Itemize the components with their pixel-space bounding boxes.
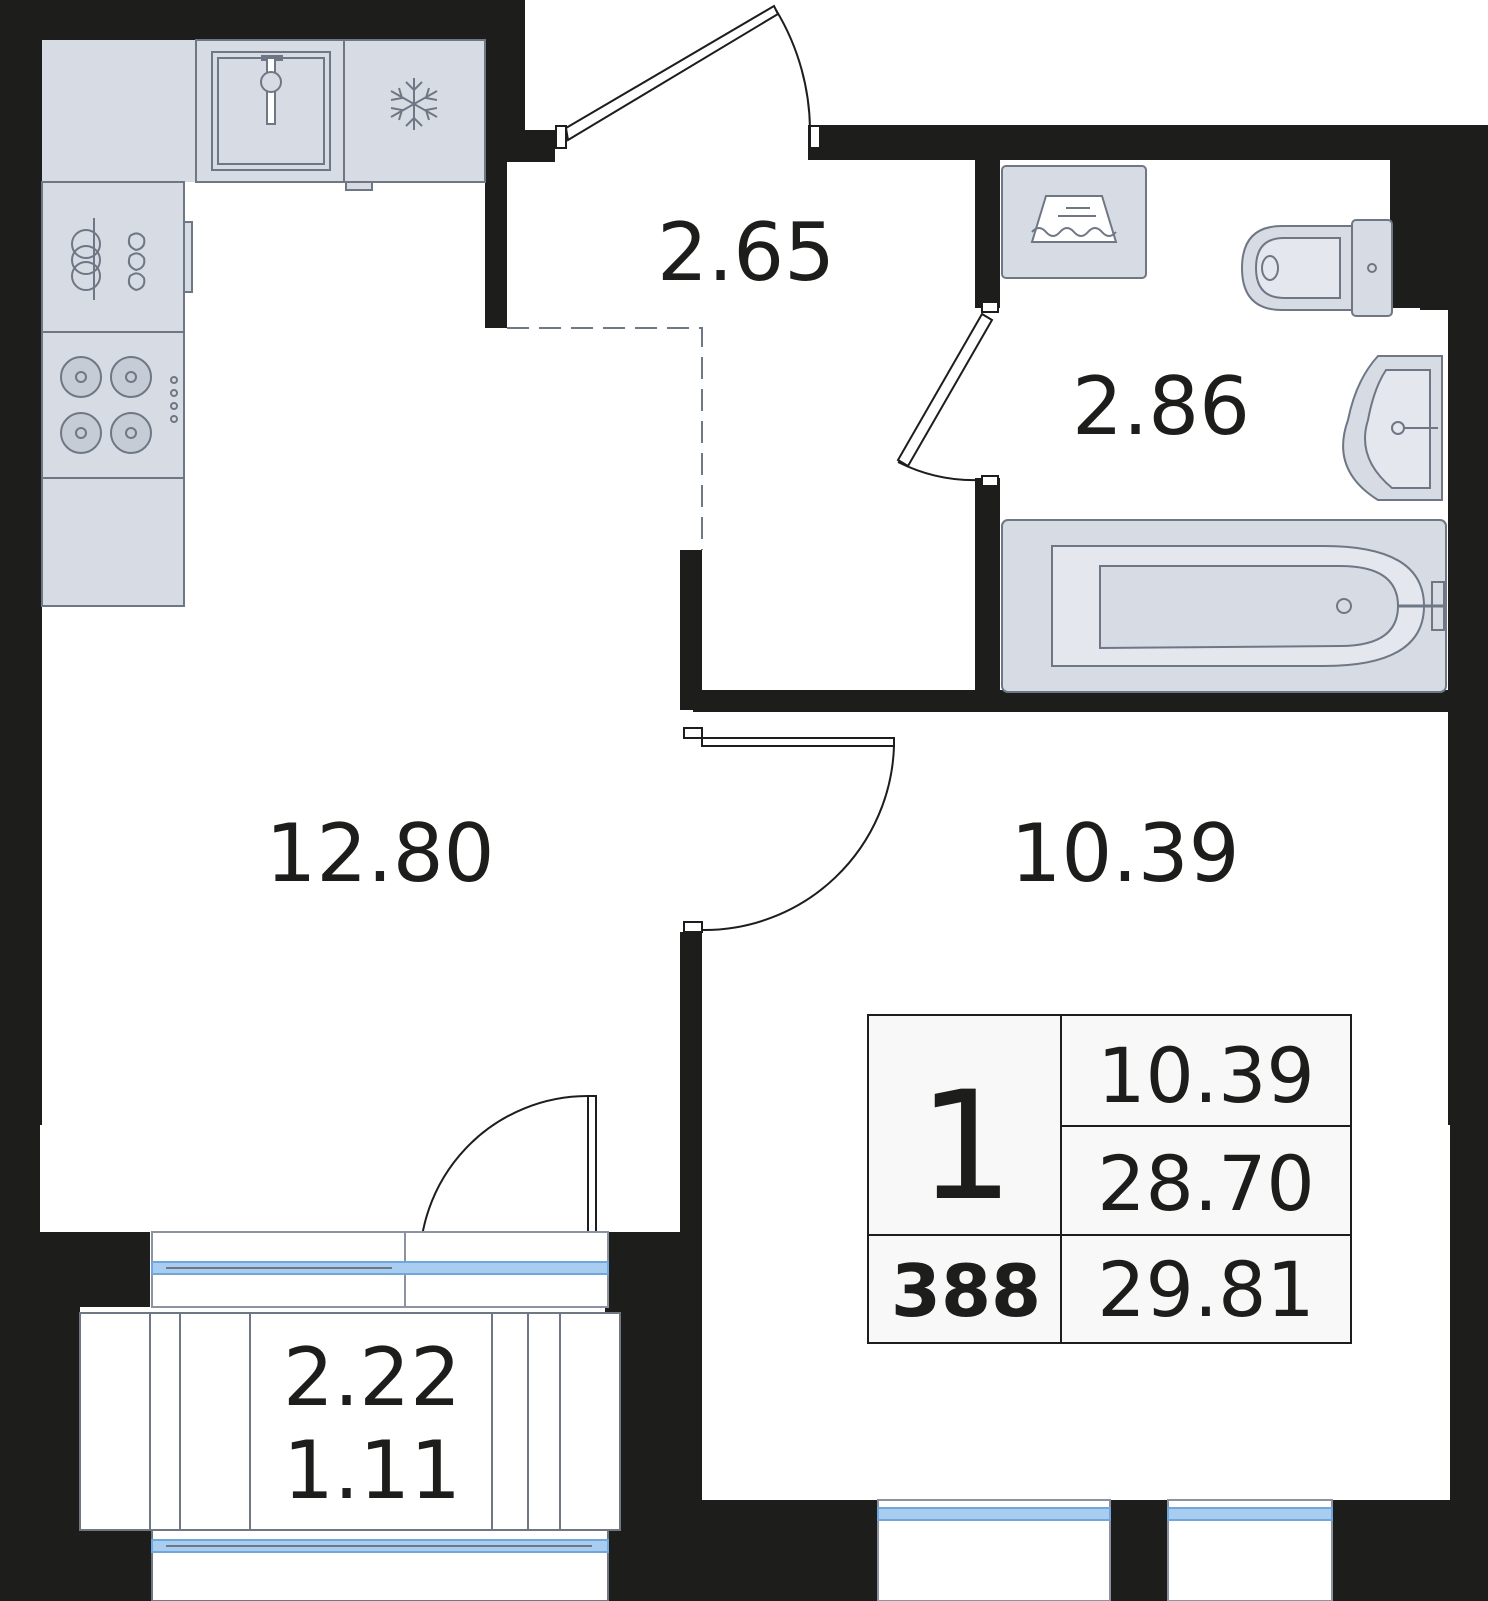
sink-icon (211, 51, 373, 191)
balcony-window (151, 1231, 609, 1308)
wall-openings (40, 1125, 1450, 1500)
living-area-value: 10.39 (1097, 1031, 1315, 1120)
bathroom-door (896, 301, 999, 487)
bedroom-windows (877, 1499, 1333, 1601)
washing-machine-icon (1001, 165, 1147, 279)
balcony-area-reduced: 1.11 (283, 1424, 461, 1517)
hall-area: 2.65 (657, 206, 835, 299)
washbasin-icon (1342, 355, 1443, 501)
total-area-value: 28.70 (1097, 1139, 1315, 1228)
rooms-count: 1 (918, 1060, 1013, 1234)
bathtub-icon (1001, 519, 1447, 693)
total-with-balcony-value: 29.81 (1097, 1245, 1315, 1334)
living-kitchen-area: 12.80 (265, 807, 494, 900)
kitchen-fixtures (41, 39, 486, 607)
entrance-door (555, 4, 821, 149)
snowflake-icon (390, 78, 438, 130)
zone-divider (507, 327, 703, 550)
apartment-number: 388 (891, 1249, 1041, 1333)
balcony-railing (79, 1312, 621, 1601)
doors (418, 4, 999, 1275)
bedroom-door (683, 727, 895, 933)
room-labels: 2.65 2.86 12.80 10.39 2.22 1.11 (265, 206, 1250, 1517)
balcony-area: 2.22 (283, 1331, 461, 1424)
dishwasher-icon (71, 218, 193, 300)
bedroom-area: 10.39 (1010, 807, 1239, 900)
bathroom-area: 2.86 (1072, 360, 1250, 453)
toilet-icon (1240, 219, 1393, 317)
info-table: 1 10.39 28.70 388 29.81 (867, 1014, 1352, 1344)
cooktop-icon (60, 356, 178, 454)
